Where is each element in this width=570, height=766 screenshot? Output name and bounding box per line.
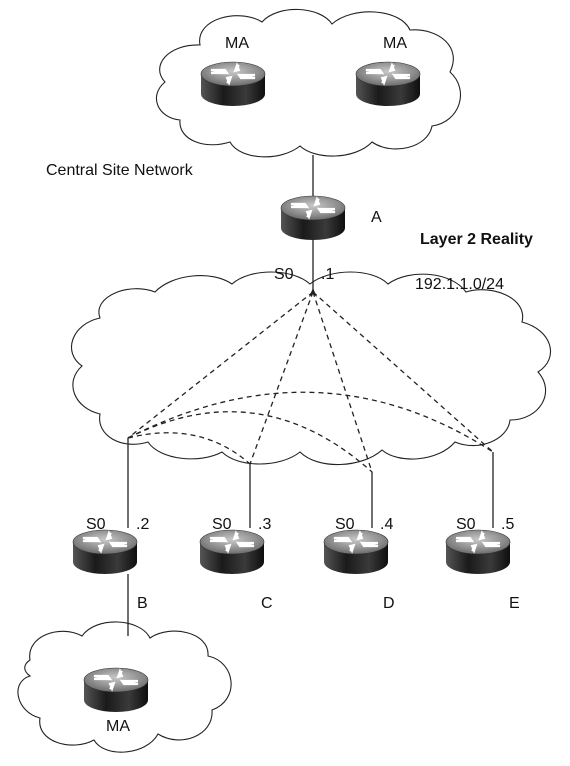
- router-c-label: C: [261, 595, 273, 612]
- router-ma-top-left-icon: [199, 60, 267, 108]
- vc-b-d: [127, 411, 373, 473]
- ma-top-left-label: MA: [225, 35, 249, 52]
- router-a-iface-label: S0: [274, 266, 294, 283]
- router-e-addr-label: .5: [501, 516, 514, 533]
- router-e-iface-label: S0: [456, 516, 476, 533]
- router-c-iface-label: S0: [212, 516, 232, 533]
- router-d-label: D: [383, 595, 395, 612]
- router-b-addr-label: .2: [136, 516, 149, 533]
- router-b-iface-label: S0: [86, 516, 106, 533]
- router-ma-bottom-icon: [82, 666, 150, 714]
- router-e-label: E: [509, 595, 520, 612]
- router-a-addr-label: .1: [321, 266, 334, 283]
- ma-bottom-label: MA: [106, 718, 130, 735]
- vc-b-c: [127, 432, 251, 465]
- router-ma-top-right-icon: [354, 60, 422, 108]
- router-a-label: A: [371, 209, 382, 226]
- ma-top-right-label: MA: [383, 35, 407, 52]
- central-site-cloud: [155, 8, 461, 158]
- router-a-icon: [279, 194, 347, 242]
- router-d-iface-label: S0: [335, 516, 355, 533]
- router-b-icon: [71, 528, 139, 576]
- vc-a-b: [127, 291, 314, 439]
- vc-a-d: [312, 291, 373, 473]
- router-e-icon: [444, 528, 512, 576]
- router-c-addr-label: .3: [258, 516, 271, 533]
- virtual-circuits: [127, 291, 494, 473]
- layer2-label: Layer 2 Reality: [420, 231, 533, 248]
- router-c-icon: [198, 528, 266, 576]
- central-site-label: Central Site Network: [46, 162, 194, 179]
- frame-relay-cloud: [71, 271, 552, 466]
- router-b-label: B: [137, 595, 148, 612]
- hub-arrowhead-icon: [309, 288, 317, 297]
- vc-a-c: [249, 291, 314, 465]
- vc-a-e: [312, 291, 494, 453]
- router-d-icon: [322, 528, 390, 576]
- vc-b-e: [127, 391, 494, 453]
- subnet-label: 192.1.1.0/24: [415, 276, 504, 293]
- router-d-addr-label: .4: [380, 516, 393, 533]
